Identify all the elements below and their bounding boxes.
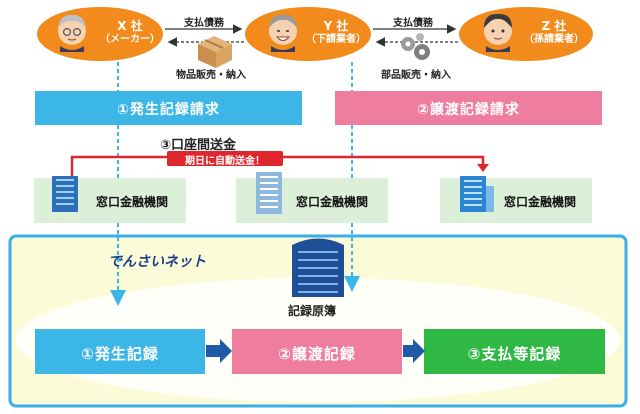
transfer-request-box — [335, 91, 602, 125]
issue-request-box — [35, 91, 302, 125]
payment-record-box — [424, 329, 605, 374]
transfer-record-label: ②譲渡記録 — [278, 345, 356, 363]
company-x-role: （メーカー） — [100, 34, 160, 45]
payment-yz-label: 支払債務 — [393, 18, 433, 29]
company-y-role: （下請業者） — [306, 34, 366, 45]
bank-label-3: 窓口金融機関 — [504, 195, 577, 209]
registry-tower-icon — [292, 238, 344, 297]
company-z-name: Z 社 — [541, 19, 567, 33]
network-name: でんさいネット — [108, 254, 206, 270]
company-z-role: （孫請業者） — [524, 34, 584, 45]
company-z-label: Z 社 （孫請業者） — [518, 19, 590, 47]
account-transfer-label: ③口座間送金 — [160, 138, 237, 153]
auto-transfer-badge-text: 期日に自動送金！ — [185, 156, 265, 167]
issue-record-box — [35, 329, 205, 374]
goods-yz-label: 部品販売・納入 — [381, 70, 451, 81]
cardboard-box-icon — [198, 36, 232, 68]
person-x-icon — [58, 14, 86, 52]
bank-building-icon — [256, 172, 282, 214]
bank-building-icon — [460, 176, 494, 212]
bank-label-2: 窓口金融機関 — [296, 195, 369, 209]
transfer-request-label: ②譲渡記録請求 — [417, 102, 520, 118]
payment-xy-label: 支払債務 — [184, 18, 224, 29]
record-arrow-1 — [206, 339, 232, 363]
payment-record-label: ③支払等記録 — [467, 345, 562, 363]
registry-label: 記録原簿 — [288, 304, 337, 318]
record-arrow-2 — [403, 339, 425, 363]
issue-request-label: ①発生記録請求 — [117, 102, 220, 118]
company-x-label: X 社 （メーカー） — [94, 19, 166, 47]
company-y-label: Y 社 （下請業者） — [300, 19, 372, 47]
company-x-name: X 社 — [117, 19, 143, 33]
transfer-record-box — [232, 329, 402, 374]
issue-record-label: ①発生記録 — [81, 345, 159, 363]
account-transfer-arrowhead — [477, 164, 489, 172]
bank-building-icon — [52, 176, 78, 212]
company-y-name: Y 社 — [323, 19, 349, 33]
person-z-icon — [484, 13, 512, 52]
person-y-icon — [269, 14, 297, 52]
auto-transfer-badge — [167, 151, 283, 166]
goods-xy-label: 物品販売・納入 — [176, 70, 246, 81]
bank-label-1: 窓口金融機関 — [96, 195, 169, 209]
gears-icon — [401, 33, 430, 60]
